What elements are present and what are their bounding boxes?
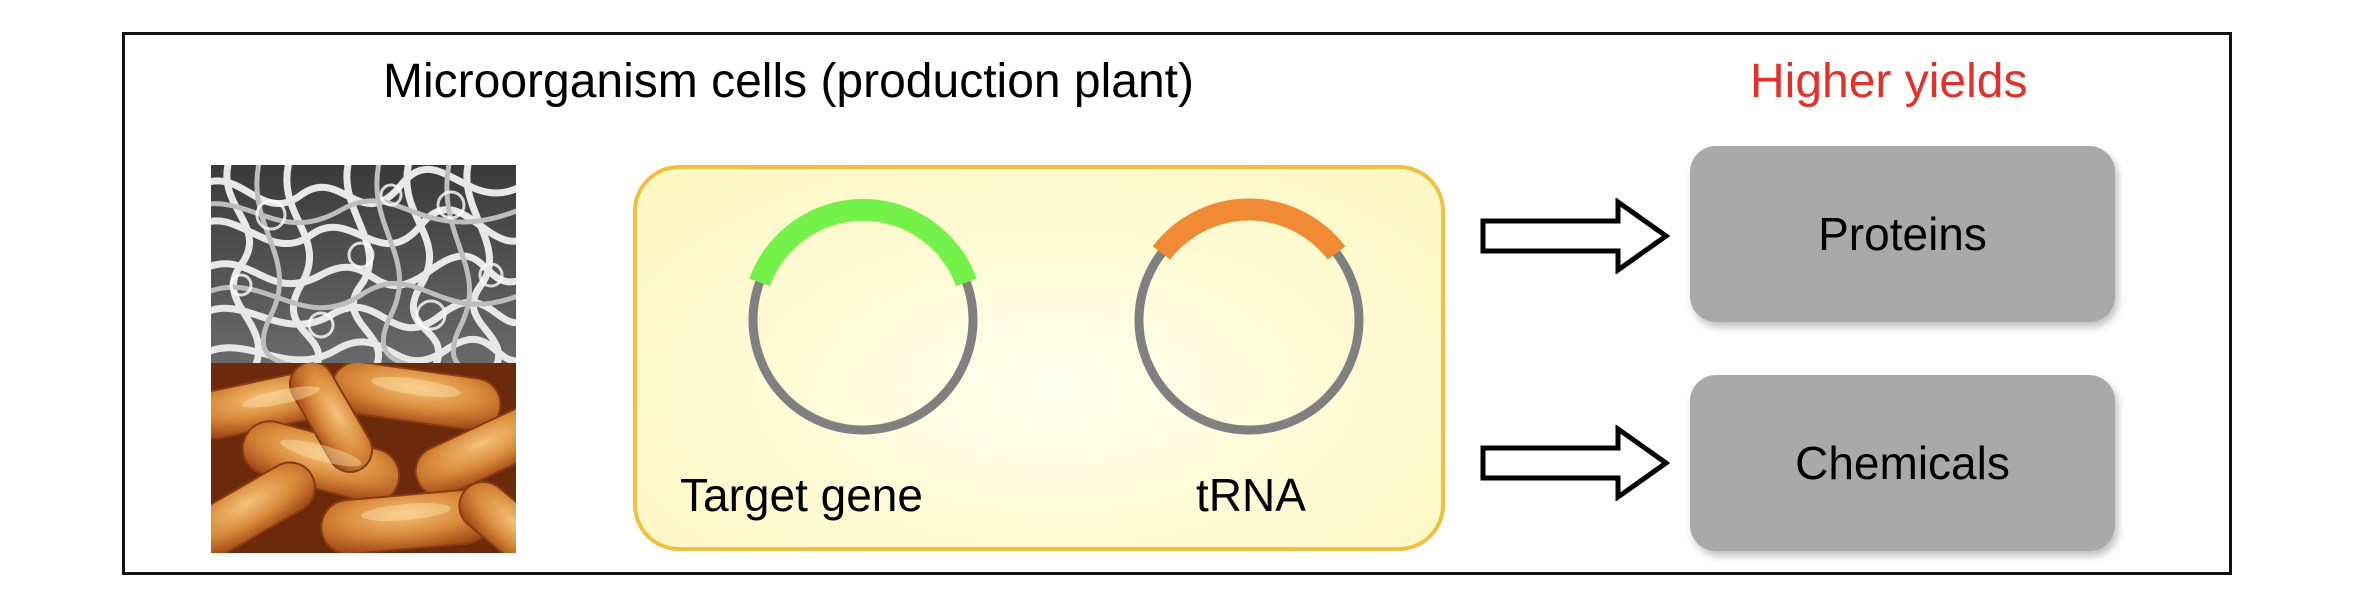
proteins-label: Proteins (1818, 208, 1987, 260)
trna-insert (1152, 198, 1346, 260)
chemicals-label: Chemicals (1795, 437, 2010, 489)
diagram-title: Microorganism cells (production plant) (383, 55, 1194, 108)
outcome-label: Higher yields (1750, 55, 2028, 108)
target-gene-plasmid (748, 199, 978, 435)
chemicals-box: Chemicals (1690, 375, 2115, 551)
target-gene-label: Target gene (680, 469, 923, 521)
proteins-box: Proteins (1690, 146, 2115, 322)
trna-label: tRNA (1196, 469, 1306, 521)
rod-bacteria-image (211, 363, 516, 553)
arrow-to-chemicals (1480, 425, 1670, 501)
sem-filaments-image (211, 165, 516, 363)
arrow-to-proteins (1480, 198, 1670, 274)
diagram-frame (122, 32, 2232, 575)
target-gene-insert (749, 199, 977, 287)
trna-plasmid (1134, 198, 1364, 435)
microorganism-images (211, 165, 516, 553)
